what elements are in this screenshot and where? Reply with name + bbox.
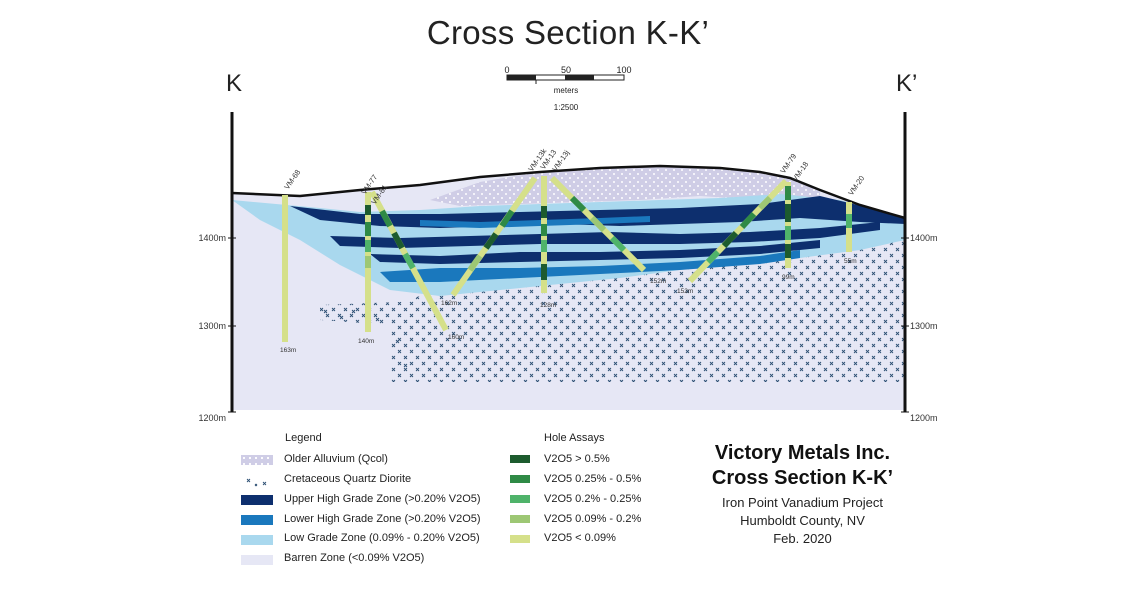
assay-swatch-gt-0-5 [510,455,530,463]
quartz-diorite-zone [320,232,905,382]
elev-left-1200: 1200m [198,413,226,423]
section-start-label: K [226,70,243,97]
depth-label-vm-68: 163m [280,347,296,354]
legend-heading: Legend [285,432,322,444]
legend-swatch-barren [241,555,273,565]
project-date: Feb. 2020 [773,531,832,546]
legend-swatch-alluvium [241,455,273,465]
depth-label-vm-13: 128m [540,302,556,309]
legend-swatch-low-grade [241,535,273,545]
assay-swatch-0-2-0-25 [510,495,530,503]
company-section-title: Cross Section K-K’ [711,467,894,489]
section-end-label: K’ [896,70,918,97]
project-location: Humboldt County, NV [740,513,865,528]
elev-left-1400: 1400m [198,233,226,243]
depth-label-vm-81: 160m [448,334,464,341]
scale-ratio: 1:2500 [554,103,579,112]
hole-label-vm-68: VM-68 [282,168,302,191]
company-name: Victory Metals Inc. [714,442,891,464]
hole-label-vm-20: VM-20 [846,174,866,197]
legend-label-alluvium: Older Alluvium (Qcol) [284,453,388,465]
project-name: Iron Point Vanadium Project [722,495,883,510]
legend-label-low-grade: Low Grade Zone (0.09% - 0.20% V2O5) [284,532,480,544]
depth-label-vm-20: 55m [844,258,857,265]
hole-assays-heading: Hole Assays [544,432,605,444]
assay-swatch-0-25-0-5 [510,475,530,483]
depth-label-vm-79: 152m [677,288,693,295]
legend-label-barren: Barren Zone (<0.09% V2O5) [284,552,425,564]
scale-tick-0: 0 [504,65,509,75]
diorite-scatter [323,309,408,368]
ground-surface-line [231,164,906,220]
assay-label-lt-0-09: V2O5 < 0.09% [544,532,616,544]
depth-label-vm-18: 99m [782,274,795,281]
scale-tick-100: 100 [616,65,631,75]
elev-right-1200: 1200m [910,413,938,423]
depth-label-vm-13k: 162m [441,300,457,307]
scale-tick-50: 50 [561,65,571,75]
drill-hole-vm-77: VM-77 140m [358,173,379,345]
alluvium-zone [430,166,820,206]
depth-label-vm-77: 140m [358,338,374,345]
assay-swatch-lt-0-09 [510,535,530,543]
scale-bar: 0 50 100 meters 1:2500 [504,65,631,112]
assay-label-gt-0-5: V2O5 > 0.5% [544,453,610,465]
legend-label-upper-high-grade: Upper High Grade Zone (>0.20% V2O5) [284,493,481,505]
scale-unit: meters [554,86,578,95]
depth-label-vm-13j: 152m [650,278,666,285]
legend-swatch-diorite [241,474,273,487]
lower-high-grade-zone [380,250,800,282]
assay-label-0-2-0-25: V2O5 0.2% - 0.25% [544,493,642,505]
legend-swatch-upper-high-grade [241,495,273,505]
page-title: Cross Section K-K’ [426,14,710,51]
legend-label-lower-high-grade: Lower High Grade Zone (>0.20% V2O5) [284,513,481,525]
assay-swatch-0-09-0-2 [510,515,530,523]
legend-label-diorite: Cretaceous Quartz Diorite [284,473,412,485]
assay-label-0-09-0-2: V2O5 0.09% - 0.2% [544,513,642,525]
legend-swatch-lower-high-grade [241,515,273,525]
elev-right-1300: 1300m [910,321,938,331]
elev-right-1400: 1400m [910,233,938,243]
assay-label-0-25-0-5: V2O5 0.25% - 0.5% [544,473,642,485]
elev-left-1300: 1300m [198,321,226,331]
